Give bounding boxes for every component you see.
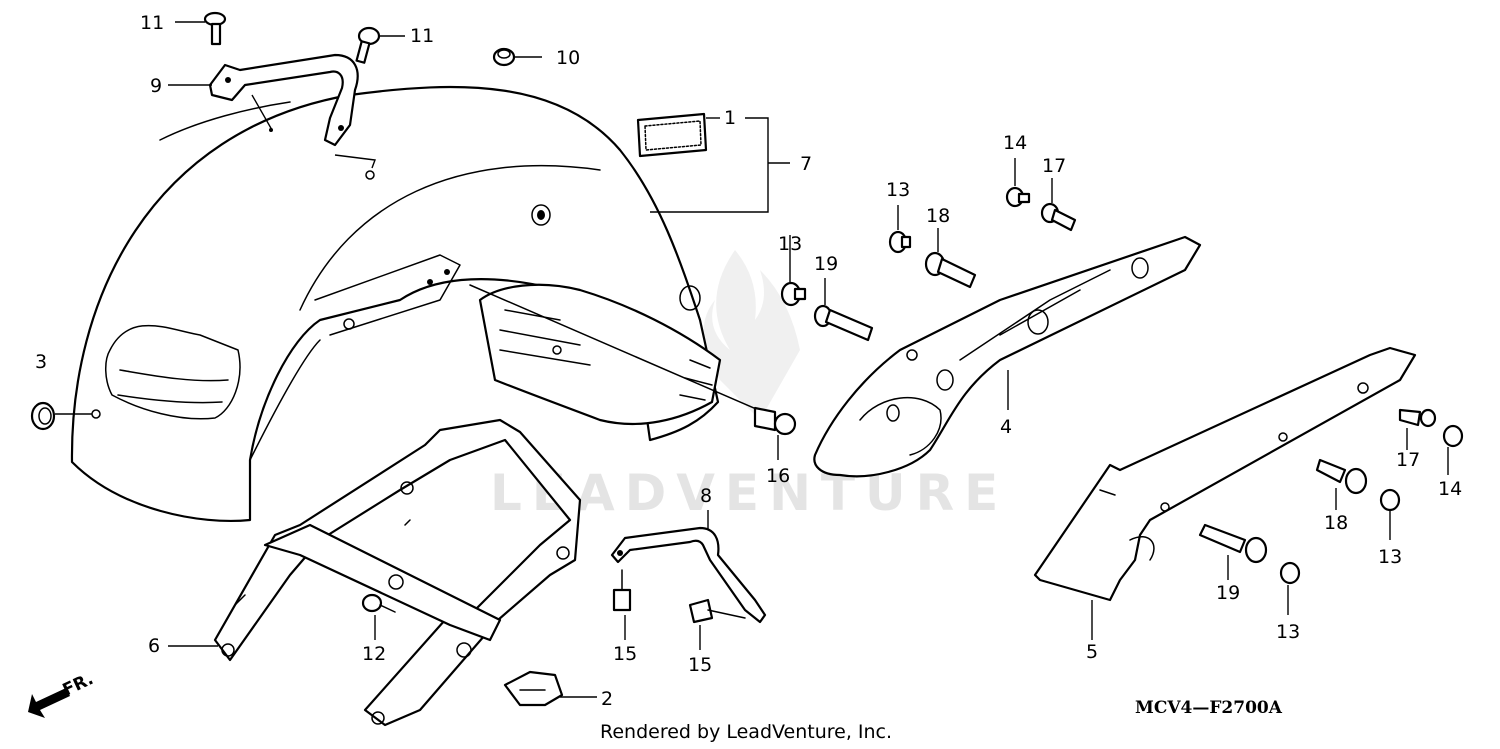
callout-14-b: 14 bbox=[1438, 478, 1462, 500]
callout-13-a: 13 bbox=[778, 233, 802, 255]
callout-8: 8 bbox=[700, 485, 712, 507]
callouts: 1 2 3 4 5 6 7 8 9 10 11 11 12 13 13 13 1… bbox=[35, 12, 1462, 710]
rear-fender[interactable] bbox=[70, 85, 722, 523]
bolt-19-b[interactable] bbox=[1198, 523, 1268, 564]
bolt-15-right[interactable] bbox=[688, 598, 746, 624]
callout-13-b: 13 bbox=[886, 179, 910, 201]
callout-18-b: 18 bbox=[1324, 512, 1348, 534]
collar-14-b[interactable] bbox=[1442, 424, 1464, 448]
leader-lines bbox=[55, 21, 1449, 698]
callout-15-right: 15 bbox=[688, 654, 712, 676]
callout-19-b: 19 bbox=[1216, 582, 1240, 604]
callout-1: 1 bbox=[724, 107, 736, 129]
bolt-15-left[interactable] bbox=[612, 569, 632, 612]
bolt-19-a[interactable] bbox=[813, 304, 874, 342]
callout-17-b: 17 bbox=[1396, 449, 1420, 471]
collar-13-c[interactable] bbox=[1379, 488, 1401, 512]
callout-11-left: 11 bbox=[140, 12, 164, 34]
callout-6: 6 bbox=[148, 635, 160, 657]
callout-15-left: 15 bbox=[613, 643, 637, 665]
front-arrow-label: FR. bbox=[60, 669, 97, 700]
bolt-18-a[interactable] bbox=[924, 251, 977, 289]
bracket-8[interactable] bbox=[610, 526, 767, 624]
clamp-2[interactable] bbox=[503, 670, 564, 707]
callout-13-c: 13 bbox=[1378, 546, 1402, 568]
callout-4: 4 bbox=[1000, 416, 1012, 438]
collar-13-d[interactable] bbox=[1279, 561, 1301, 585]
bolt-16[interactable] bbox=[469, 284, 797, 436]
callout-17-a: 17 bbox=[1042, 155, 1066, 177]
bolt-18-b[interactable] bbox=[1315, 458, 1368, 495]
callout-5: 5 bbox=[1086, 641, 1098, 663]
diagram-code: MCV4—F2700A bbox=[1135, 698, 1283, 718]
side-cover-4[interactable] bbox=[813, 235, 1202, 478]
screw-11-right[interactable] bbox=[355, 26, 381, 64]
callout-10: 10 bbox=[556, 47, 580, 69]
reflector[interactable] bbox=[636, 112, 708, 158]
collar-13-a[interactable] bbox=[780, 281, 807, 307]
bolt-17-a[interactable] bbox=[1040, 202, 1077, 232]
bolt-17-b[interactable] bbox=[1398, 408, 1437, 428]
callout-18-a: 18 bbox=[926, 205, 950, 227]
callout-12: 12 bbox=[362, 643, 386, 665]
side-cover-5[interactable] bbox=[1033, 346, 1417, 602]
callout-2: 2 bbox=[601, 688, 613, 710]
callout-19-a: 19 bbox=[814, 253, 838, 275]
credit-text: Rendered by LeadVenture, Inc. bbox=[600, 721, 892, 743]
callout-9: 9 bbox=[150, 75, 162, 97]
grab-rail[interactable] bbox=[208, 53, 359, 147]
collar-14-a[interactable] bbox=[1005, 186, 1031, 208]
nut-10[interactable] bbox=[492, 47, 516, 67]
screw-11-left[interactable] bbox=[203, 11, 227, 46]
callout-16: 16 bbox=[766, 465, 790, 487]
callout-11-right: 11 bbox=[410, 25, 434, 47]
callout-7: 7 bbox=[800, 153, 812, 175]
grommet-3[interactable] bbox=[30, 401, 56, 431]
callout-14-a: 14 bbox=[1003, 132, 1027, 154]
bolt-12[interactable] bbox=[361, 593, 396, 613]
collar-13-b[interactable] bbox=[888, 230, 912, 254]
callout-3: 3 bbox=[35, 351, 47, 373]
callout-13-d: 13 bbox=[1276, 621, 1300, 643]
front-arrow: FR. bbox=[28, 669, 97, 718]
fender-stay[interactable] bbox=[213, 418, 582, 727]
